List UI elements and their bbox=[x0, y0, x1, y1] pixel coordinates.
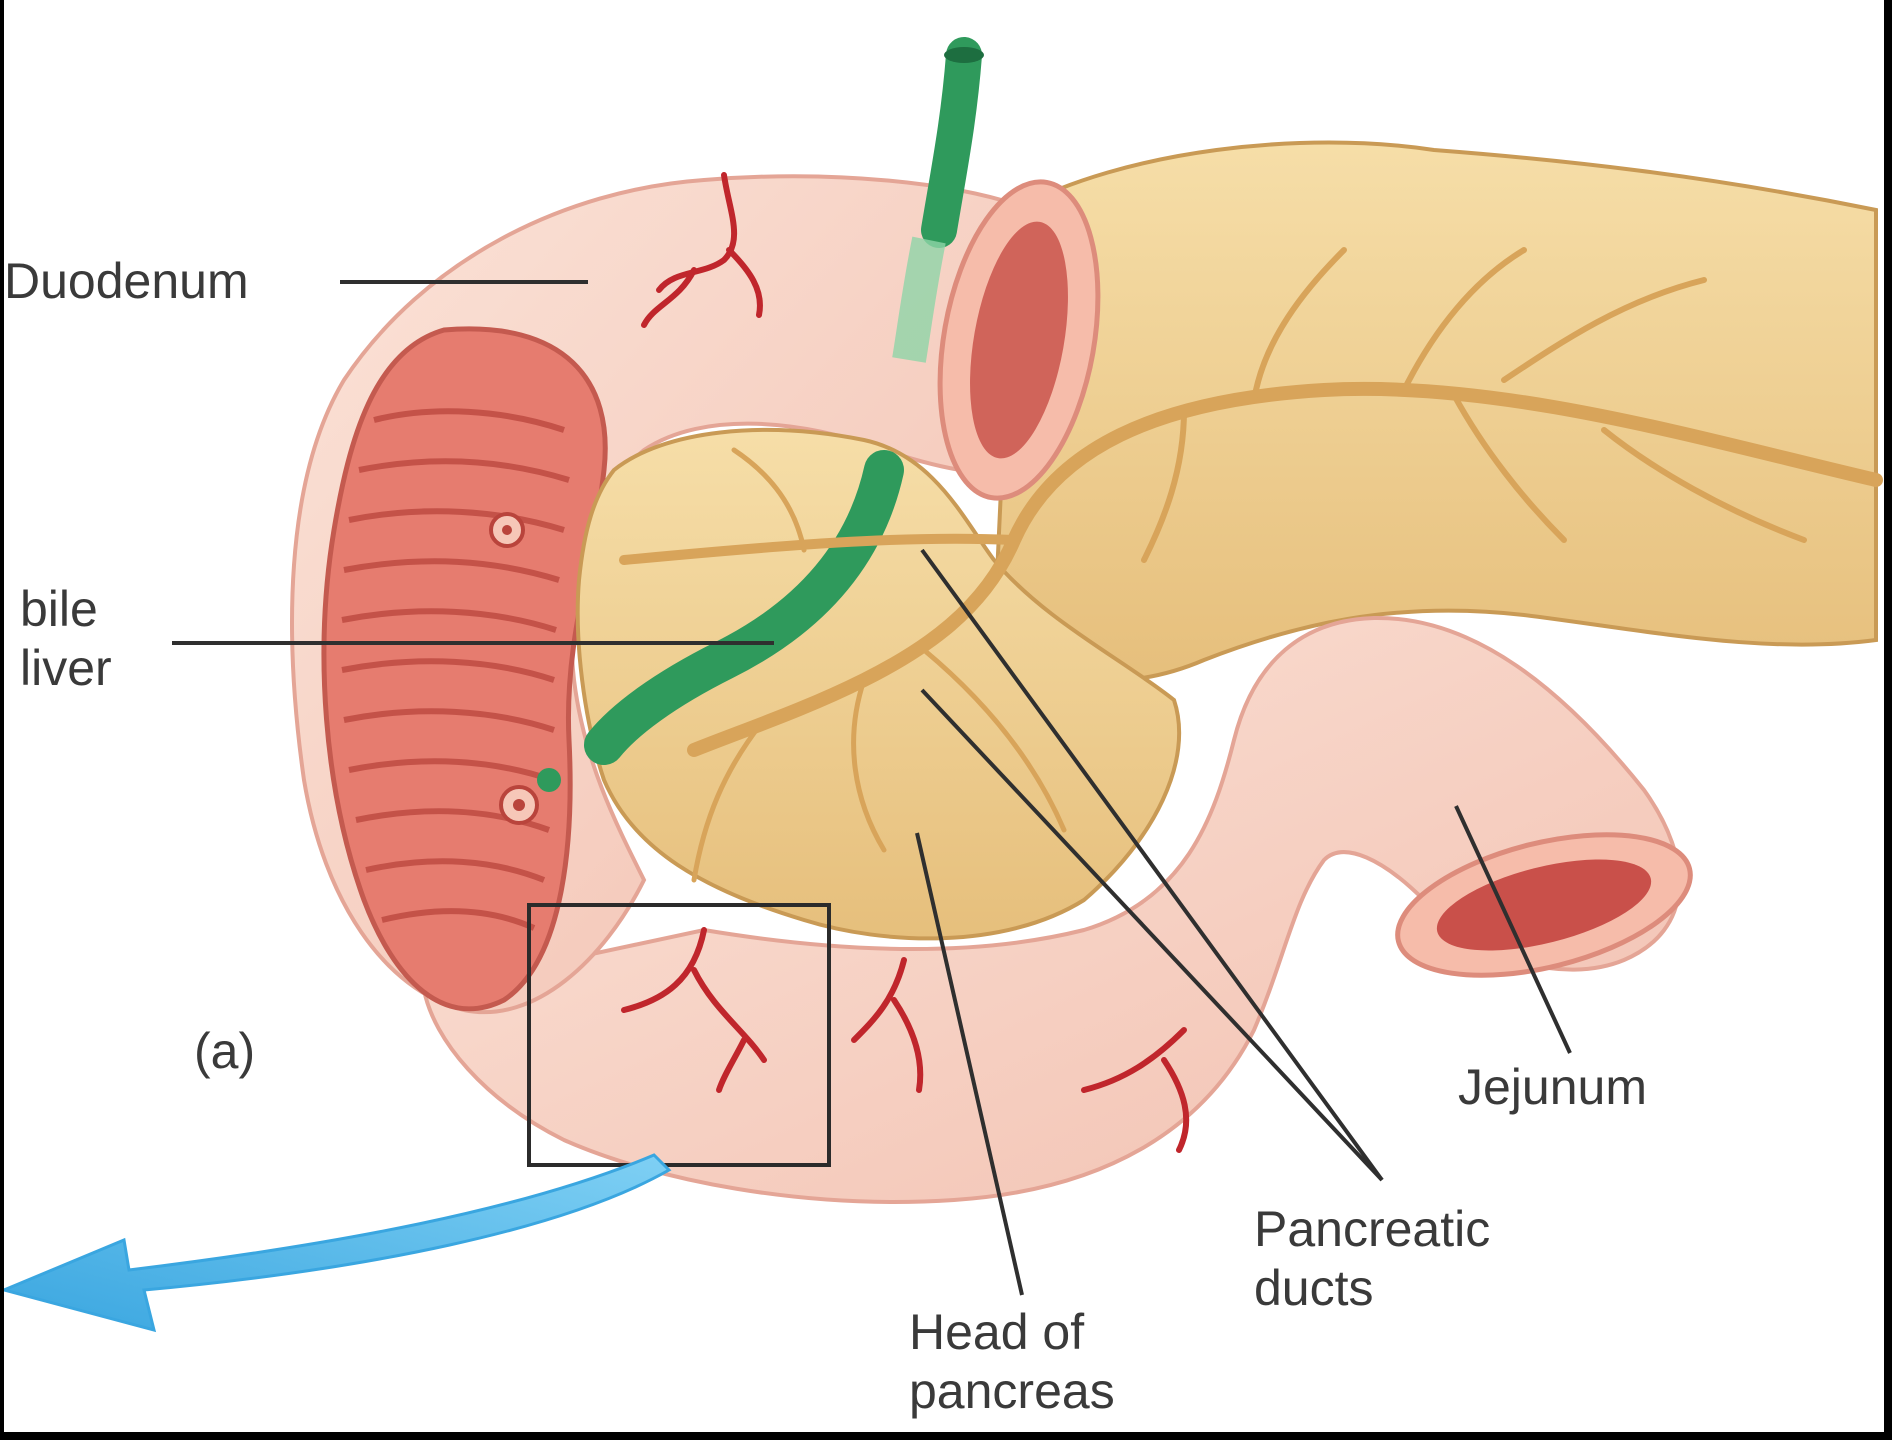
figure-canvas: Duodenum bile liver (a) Jejunum Pancreat… bbox=[4, 0, 1884, 1432]
label-ducts-line2: ducts bbox=[1254, 1259, 1490, 1318]
anatomy-illustration bbox=[4, 0, 1884, 1432]
pancreas-body bbox=[994, 143, 1876, 681]
label-ducts-line1: Pancreatic bbox=[1254, 1200, 1490, 1259]
label-head-of-pancreas: Head of pancreas bbox=[909, 1303, 1115, 1421]
label-head-line2: pancreas bbox=[909, 1362, 1115, 1421]
label-bile-line2: liver bbox=[20, 639, 112, 698]
label-head-line1: Head of bbox=[909, 1303, 1115, 1362]
label-panel-a: (a) bbox=[194, 1022, 255, 1081]
label-bile-line1: bile bbox=[20, 580, 112, 639]
label-bile-liver: bile liver bbox=[20, 580, 112, 698]
label-pancreatic-ducts: Pancreatic ducts bbox=[1254, 1200, 1490, 1318]
label-jejunum: Jejunum bbox=[1458, 1058, 1647, 1117]
curved-arrow-icon bbox=[4, 1155, 669, 1330]
label-duodenum: Duodenum bbox=[4, 252, 249, 311]
